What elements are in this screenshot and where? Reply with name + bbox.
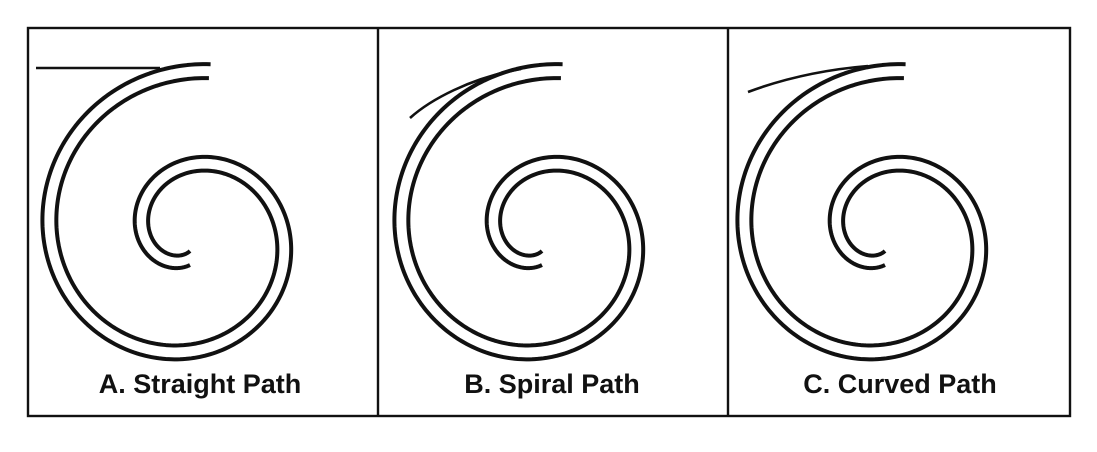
spiral-inner-wall — [749, 76, 975, 348]
panel-a-caption: A. Straight Path — [99, 369, 302, 399]
spiral-inner-wall — [406, 76, 632, 348]
panel-b-caption: B. Spiral Path — [464, 369, 640, 399]
spiral-outer-wall — [735, 62, 989, 362]
panel-a-spiral — [40, 62, 294, 362]
panel-c: C. Curved Path — [735, 62, 997, 399]
spiral-outer-wall — [40, 62, 294, 362]
spiral-outer-wall — [392, 62, 646, 362]
curved-path-line — [747, 64, 869, 94]
panel-c-spiral — [735, 62, 989, 362]
spiral-path-line — [409, 67, 522, 119]
panel-a: A. Straight Path — [36, 62, 302, 399]
panel-b-spiral — [392, 62, 646, 362]
panel-c-caption: C. Curved Path — [803, 369, 997, 399]
figure-frame — [26, 26, 1072, 418]
spiral-inner-wall — [54, 76, 280, 348]
panel-b: B. Spiral Path — [392, 62, 646, 399]
